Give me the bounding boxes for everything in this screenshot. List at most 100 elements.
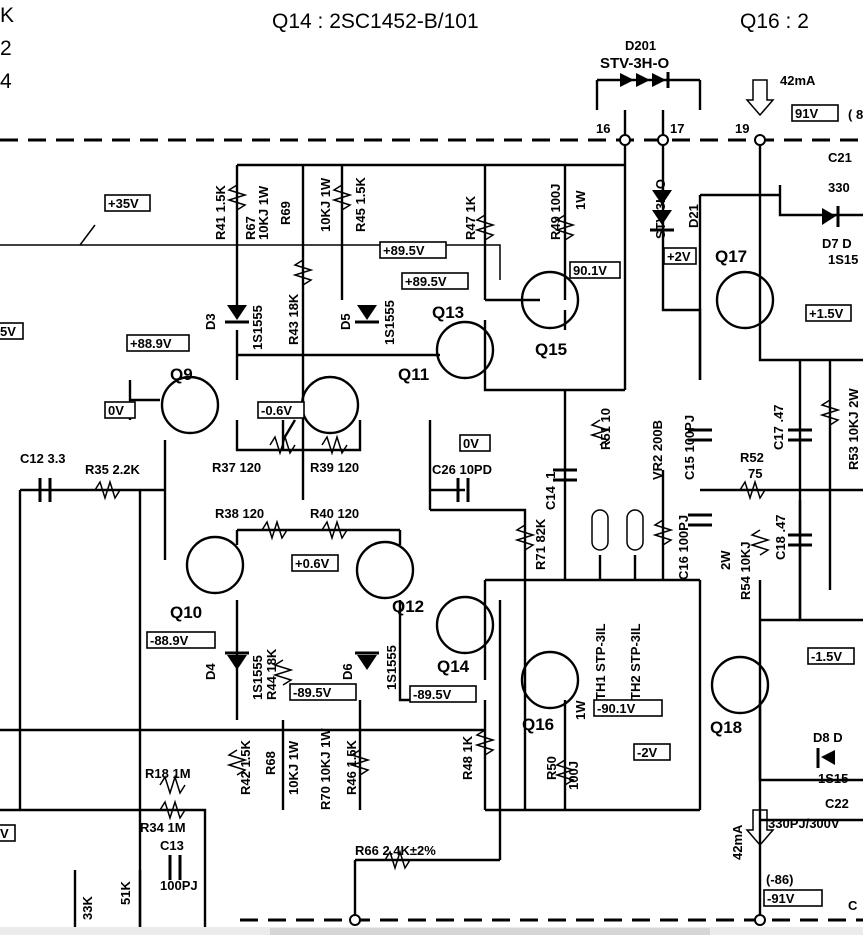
label-C16: C16 100PJ <box>676 515 691 580</box>
label-TH2: TH2 STP-3IL <box>628 623 643 700</box>
voltage-zero-a: 0V <box>108 403 124 418</box>
label-R52-val: 75 <box>748 466 762 481</box>
voltage-neg89-5b: -89.5V <box>413 687 452 702</box>
label-D5: D5 <box>338 313 353 330</box>
voltage-left-v: V <box>0 826 9 841</box>
label-R71: R71 82K <box>533 518 548 570</box>
voltage-neg2: -2V <box>637 745 658 760</box>
label-C12: C12 3.3 <box>20 451 66 466</box>
voltage-p89-5a: +89.5V <box>383 243 425 258</box>
label-D201-type: STV-3H-O <box>600 55 670 72</box>
label-C13: C13 <box>160 838 184 853</box>
label-R50: R50 <box>544 756 559 780</box>
label-R38: R38 120 <box>215 506 264 521</box>
label-R42: R42 1.5K <box>238 739 253 795</box>
label-D4: D4 <box>203 663 218 680</box>
label-R43: R43 18K <box>286 293 301 345</box>
label-D201: D201 <box>625 38 656 53</box>
label-Q10: Q10 <box>170 603 202 622</box>
label-c-right: C <box>848 898 858 913</box>
voltage-neg0-6: -0.6V <box>261 403 292 418</box>
voltage-p0-6: +0.6V <box>295 556 330 571</box>
label-neg86: (-86) <box>766 872 793 887</box>
label-D3: D3 <box>203 313 218 330</box>
label-Q12: Q12 <box>392 597 424 616</box>
label-R68: R68 <box>263 751 278 775</box>
label-R45: R45 1.5K <box>353 176 368 232</box>
label-R34: R34 1M <box>140 820 186 835</box>
header-left-line3: 4 <box>0 70 12 93</box>
label-R70: R70 10KJ 1W <box>318 728 333 810</box>
label-R69: R69 <box>278 201 293 225</box>
label-R33: 33K <box>80 896 95 920</box>
label-C17: C17 .47 <box>771 404 786 450</box>
label-R49-w: 1W <box>573 190 588 210</box>
voltage-left-5v: 5V <box>0 324 16 339</box>
label-Q16: Q16 <box>522 715 554 734</box>
label-C18: C18 .47 <box>773 514 788 560</box>
voltage-labels: +35V +89.5V +89.5V 90.1V +88.9V +2V +1.5… <box>0 104 855 907</box>
header-right: Q16 : 2 <box>740 10 809 33</box>
label-D6-type: 1S1555 <box>384 645 399 690</box>
label-D7: D7 D <box>822 236 852 251</box>
label-D6: D6 <box>340 663 355 680</box>
label-D21-type: STV-3H-O <box>653 179 668 239</box>
label-D8: D8 D <box>813 730 843 745</box>
label-R18: R18 1M <box>145 766 191 781</box>
label-R68-val: 10KJ 1W <box>286 740 301 795</box>
voltage-neg89-5a: -89.5V <box>293 685 332 700</box>
label-Q9: Q9 <box>170 365 193 384</box>
voltage-neg91-bottom: -91V <box>767 891 795 906</box>
header-left-line1: K <box>0 4 14 27</box>
label-Q13: Q13 <box>432 303 464 322</box>
label-Q14: Q14 <box>437 657 470 676</box>
label-R67: R67 <box>243 216 258 240</box>
label-pin17: 17 <box>670 121 684 136</box>
component-labels: D201 STV-3H-O 16 17 19 42mA ( 8 C21 330 … <box>20 38 863 920</box>
voltage-p35: +35V <box>108 196 139 211</box>
label-R53: R53 10KJ 2W <box>846 388 861 470</box>
label-VR2: VR2 200B <box>650 420 665 480</box>
voltage-p2: +2V <box>667 249 691 264</box>
label-D8-type: 1S15 <box>818 771 848 786</box>
label-R69-val: 10KJ 1W <box>318 177 333 232</box>
label-pin19: 19 <box>735 121 749 136</box>
label-R66: R66 2.4K±2% <box>355 843 436 858</box>
label-C21-val: 330 <box>828 180 850 195</box>
label-current-bottom: 42mA <box>730 824 745 860</box>
label-R16: 51K <box>118 881 133 905</box>
label-R51: R51 10 <box>598 408 613 450</box>
header: K 2 4 Q14 : 2SC1452-B/101 Q16 : 2 <box>0 4 809 93</box>
label-Q18: Q18 <box>710 718 742 737</box>
label-R41: R41 1.5K <box>213 184 228 240</box>
label-D7-type: 1S15 <box>828 252 858 267</box>
voltage-neg90-1: -90.1V <box>597 701 636 716</box>
label-C14: C14 .1 <box>543 472 558 510</box>
label-Q17: Q17 <box>715 247 747 266</box>
voltage-p89-5b: +89.5V <box>405 274 447 289</box>
label-D21: D21 <box>686 204 701 228</box>
label-R67-val: 10KJ 1W <box>256 185 271 240</box>
label-R44: R44 18K <box>264 648 279 700</box>
label-R54: R54 10KJ <box>738 541 753 600</box>
label-R39: R39 120 <box>310 460 359 475</box>
label-C21: C21 <box>828 150 852 165</box>
label-R46: R46 1.5K <box>344 739 359 795</box>
header-left-line2: 2 <box>0 37 12 60</box>
voltage-v91-top: 91V <box>795 106 818 121</box>
voltage-p1-5: +1.5V <box>809 306 844 321</box>
label-pin16: 16 <box>596 121 610 136</box>
scrollbar-thumb[interactable] <box>270 928 710 935</box>
voltage-neg88-9: -88.9V <box>150 633 189 648</box>
label-C13-val: 100PJ <box>160 878 198 893</box>
voltage-zero-b: 0V <box>463 436 479 451</box>
label-D4-type: 1S1555 <box>250 655 265 700</box>
label-R47: R47 1K <box>463 195 478 240</box>
label-v91-suffix: ( 8 <box>848 107 863 122</box>
label-C22-val: 330PJ/300V <box>768 816 840 831</box>
label-R37: R37 120 <box>212 460 261 475</box>
label-R35: R35 2.2K <box>85 462 141 477</box>
symbols <box>38 72 841 926</box>
